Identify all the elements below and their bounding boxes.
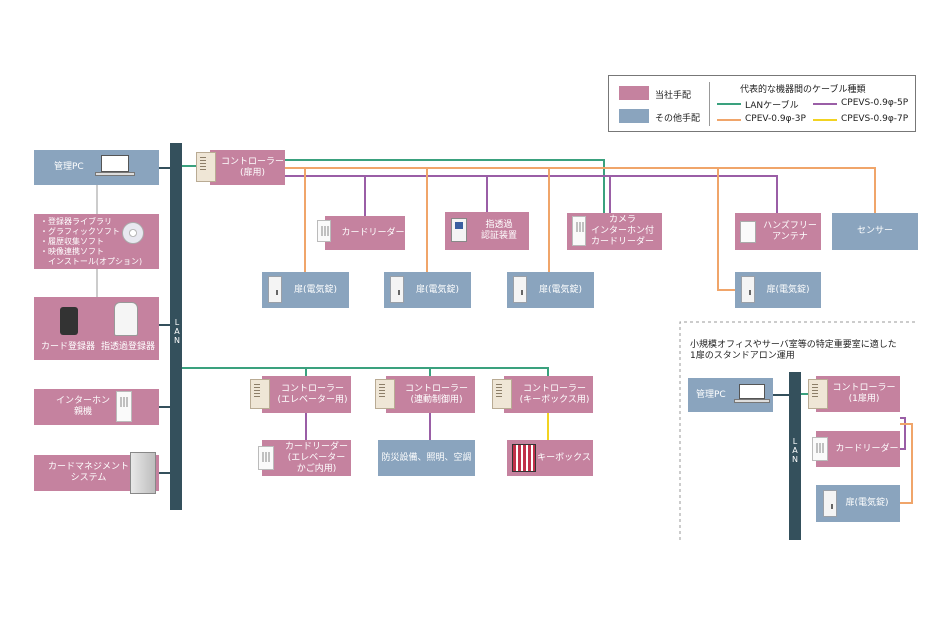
server-icon: [130, 452, 156, 494]
keybox-controller-icon: [492, 379, 512, 409]
cpev-bus: [285, 167, 876, 213]
standalone-laptop-icon: [734, 384, 770, 404]
legend-divider: [709, 82, 710, 126]
standalone-reader-icon: [812, 437, 828, 461]
lan-camera-reader: [285, 159, 605, 213]
finger-auth-icon: [451, 218, 467, 242]
card-registrar-icon: [60, 307, 78, 335]
keybox-controller-box: コントローラー (キーボックス用): [504, 376, 593, 413]
sensor-box: センサー: [832, 213, 918, 250]
software-box: ・登録器ライブラリ ・グラフィックソフト ・履歴収集ソフト ・映像連携ソフト イ…: [34, 214, 159, 269]
legend-cpevs5-line: [813, 103, 837, 105]
standalone-pc-label: 管理PC: [696, 389, 726, 400]
elevator-controller-box: コントローラー (エレベーター用): [262, 376, 351, 413]
sensor-label: センサー: [856, 226, 893, 236]
legend-title: 代表的な機器間のケーブル種類: [740, 85, 866, 95]
admin-pc-label: 管理PC: [54, 162, 84, 172]
door-label-3: 扉(電気錠): [538, 284, 583, 295]
software-list: ・登録器ライブラリ ・グラフィックソフト ・履歴収集ソフト ・映像連携ソフト イ…: [40, 216, 143, 266]
linkage-controller-box: コントローラー (連動制御用): [386, 376, 475, 413]
registrar-box: [34, 297, 159, 360]
intercom-master-label: インターホン 親機: [56, 396, 111, 417]
standalone-reader-box: カードリーダー: [816, 431, 900, 467]
lan-middle-bus: [182, 367, 549, 376]
elevator-controller-icon: [250, 379, 270, 409]
lan-backbone-main: [170, 143, 182, 510]
legend-other-label: その他手配: [655, 114, 701, 124]
door-icon-4: [741, 276, 755, 303]
legend-own-label: 当社手配: [655, 91, 692, 101]
laptop-icon: [95, 155, 135, 177]
linkage-controller-label: コントローラー (連動制御用): [404, 383, 468, 405]
legend-cpevs7-label: CPEVS-0.9φ-7P: [841, 114, 909, 124]
controller-icon: [196, 152, 216, 182]
legend-cpev-label: CPEV-0.9φ-3P: [745, 114, 806, 124]
door-controller-box: コントローラー (扉用): [210, 150, 285, 185]
intercom-master-box: インターホン 親機: [34, 389, 159, 425]
standalone-door-label: 扉(電気錠): [845, 498, 889, 508]
door-icon-3: [513, 276, 527, 303]
card-reader-box: カードリーダー: [325, 216, 405, 250]
disaster-equipment-label: 防災設備、照明、空調: [381, 452, 472, 463]
legend-own-swatch: [619, 86, 649, 100]
standalone-cpev: [900, 423, 913, 504]
finger-registrar-icon: [114, 302, 138, 336]
disc-icon: [122, 222, 144, 244]
finger-auth-label: 指透過 認証装置: [480, 220, 517, 241]
standalone-reader-label: カードリーダー: [835, 443, 899, 454]
card-management-label: カードマネジメント システム: [48, 462, 130, 483]
lan-label-standalone: L A N: [792, 437, 798, 464]
door-label-2: 扉(電気錠): [415, 284, 460, 295]
legend-cpevs5-label: CPEVS-0.9φ-5P: [841, 98, 909, 108]
door-icon-1: [268, 276, 282, 303]
standalone-controller-box: コントローラー (1扉用): [816, 376, 900, 412]
door-icon-2: [390, 276, 404, 303]
door-label-1: 扉(電気錠): [293, 284, 338, 295]
camera-reader-label: カメラ インターホン付 カードリーダー: [590, 215, 654, 247]
legend-cpev-line: [717, 119, 741, 121]
legend-other-swatch: [619, 109, 649, 123]
handsfree-antenna-label: ハンズフリー アンテナ: [763, 220, 817, 242]
door-label-4: 扉(電気錠): [766, 284, 810, 295]
door-controller-label: コントローラー (扉用): [220, 156, 284, 178]
handsfree-antenna-box: ハンズフリー アンテナ: [735, 213, 821, 250]
card-registrar-label: カード登録器: [40, 342, 95, 352]
elevator-controller-label: コントローラー (エレベーター用): [277, 383, 348, 405]
intercom-icon: [116, 391, 132, 422]
cpevs5-bus: [285, 175, 778, 213]
standalone-controller-icon: [808, 379, 828, 409]
finger-registrar-label: 指透過登録器: [100, 342, 155, 352]
legend-lan-label: LANケーブル: [745, 101, 799, 111]
elevator-reader-icon: [258, 446, 274, 470]
cpev-door-4: [717, 168, 735, 291]
antenna-icon: [740, 221, 756, 243]
standalone-door-icon: [823, 490, 837, 517]
admin-pc-box[interactable]: 管理PC: [34, 150, 159, 185]
disaster-equipment-box: 防災設備、照明、空調: [378, 440, 475, 476]
standalone-controller-label: コントローラー (1扉用): [832, 383, 896, 404]
legend-lan-line: [717, 103, 741, 105]
card-reader-label: カードリーダー: [341, 227, 405, 238]
keybox-icon: [512, 444, 536, 472]
elevator-reader-label: カードリーダー (エレベーター かご内用): [284, 441, 348, 474]
linkage-controller-icon: [375, 379, 395, 409]
lan-label-main: L A N: [174, 318, 180, 345]
lan-backbone-standalone: [789, 372, 801, 540]
cable-legend: 当社手配 その他手配 代表的な機器間のケーブル種類 LANケーブル CPEVS-…: [608, 75, 916, 132]
standalone-cpevs5: [900, 417, 906, 450]
keybox-label: キーボックス: [537, 452, 591, 463]
standalone-note: 小規模オフィスやサーバ室等の特定重要室に適した 1扉のスタンドアロン運用: [690, 340, 897, 361]
camera-reader-icon: [572, 216, 586, 246]
legend-cpevs7-line: [813, 119, 837, 121]
elevator-reader-box: カードリーダー (エレベーター かご内用): [262, 440, 351, 476]
standalone-divider: [679, 321, 918, 540]
card-reader-icon: [317, 220, 331, 242]
keybox-controller-label: コントローラー (キーボックス用): [519, 383, 590, 405]
